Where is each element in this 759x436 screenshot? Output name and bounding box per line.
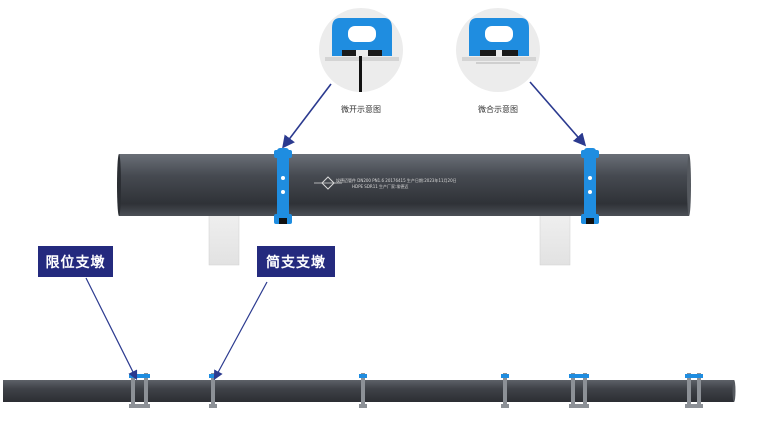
simple-label-box [257,246,335,277]
pipe-print-text: 埃德迈管件 DN200 PN1.6 20176415 生产日期:2023年11月… [336,178,466,190]
simple-label-arrow [213,281,268,381]
pipe-print-line2: HDPE SDR11 生产厂家:埃德迈 [352,184,409,189]
clamp-simple-2 [359,373,367,408]
main-pipe-long [3,380,734,402]
simple-support-label: 简支支墩 [266,254,326,271]
limit-support-label: 限位支墩 [45,254,106,271]
clamp-limit-3 [685,373,703,408]
clamp-limit-2 [569,373,589,408]
callout-arrow-left [282,83,332,149]
clamp-left-detail [274,148,292,224]
pipe-print-line1: 埃德迈管件 DN200 PN1.6 20176415 生产日期:2023年11月… [336,178,457,183]
limit-label-box [38,246,113,277]
clamp-simple-3 [501,373,509,408]
clamp-limit-1 [129,373,150,408]
clamp-right-detail [581,148,599,224]
right-callout-caption: 微合示意图 [478,105,518,114]
callout-left-circle [319,8,403,92]
callout-right-circle [456,8,540,92]
limit-label-arrow [85,277,138,381]
callout-arrow-right [529,81,587,147]
clamp-simple-1 [209,373,217,408]
pipe-logo-icon [314,176,342,190]
left-callout-caption: 微开示意图 [341,105,381,114]
